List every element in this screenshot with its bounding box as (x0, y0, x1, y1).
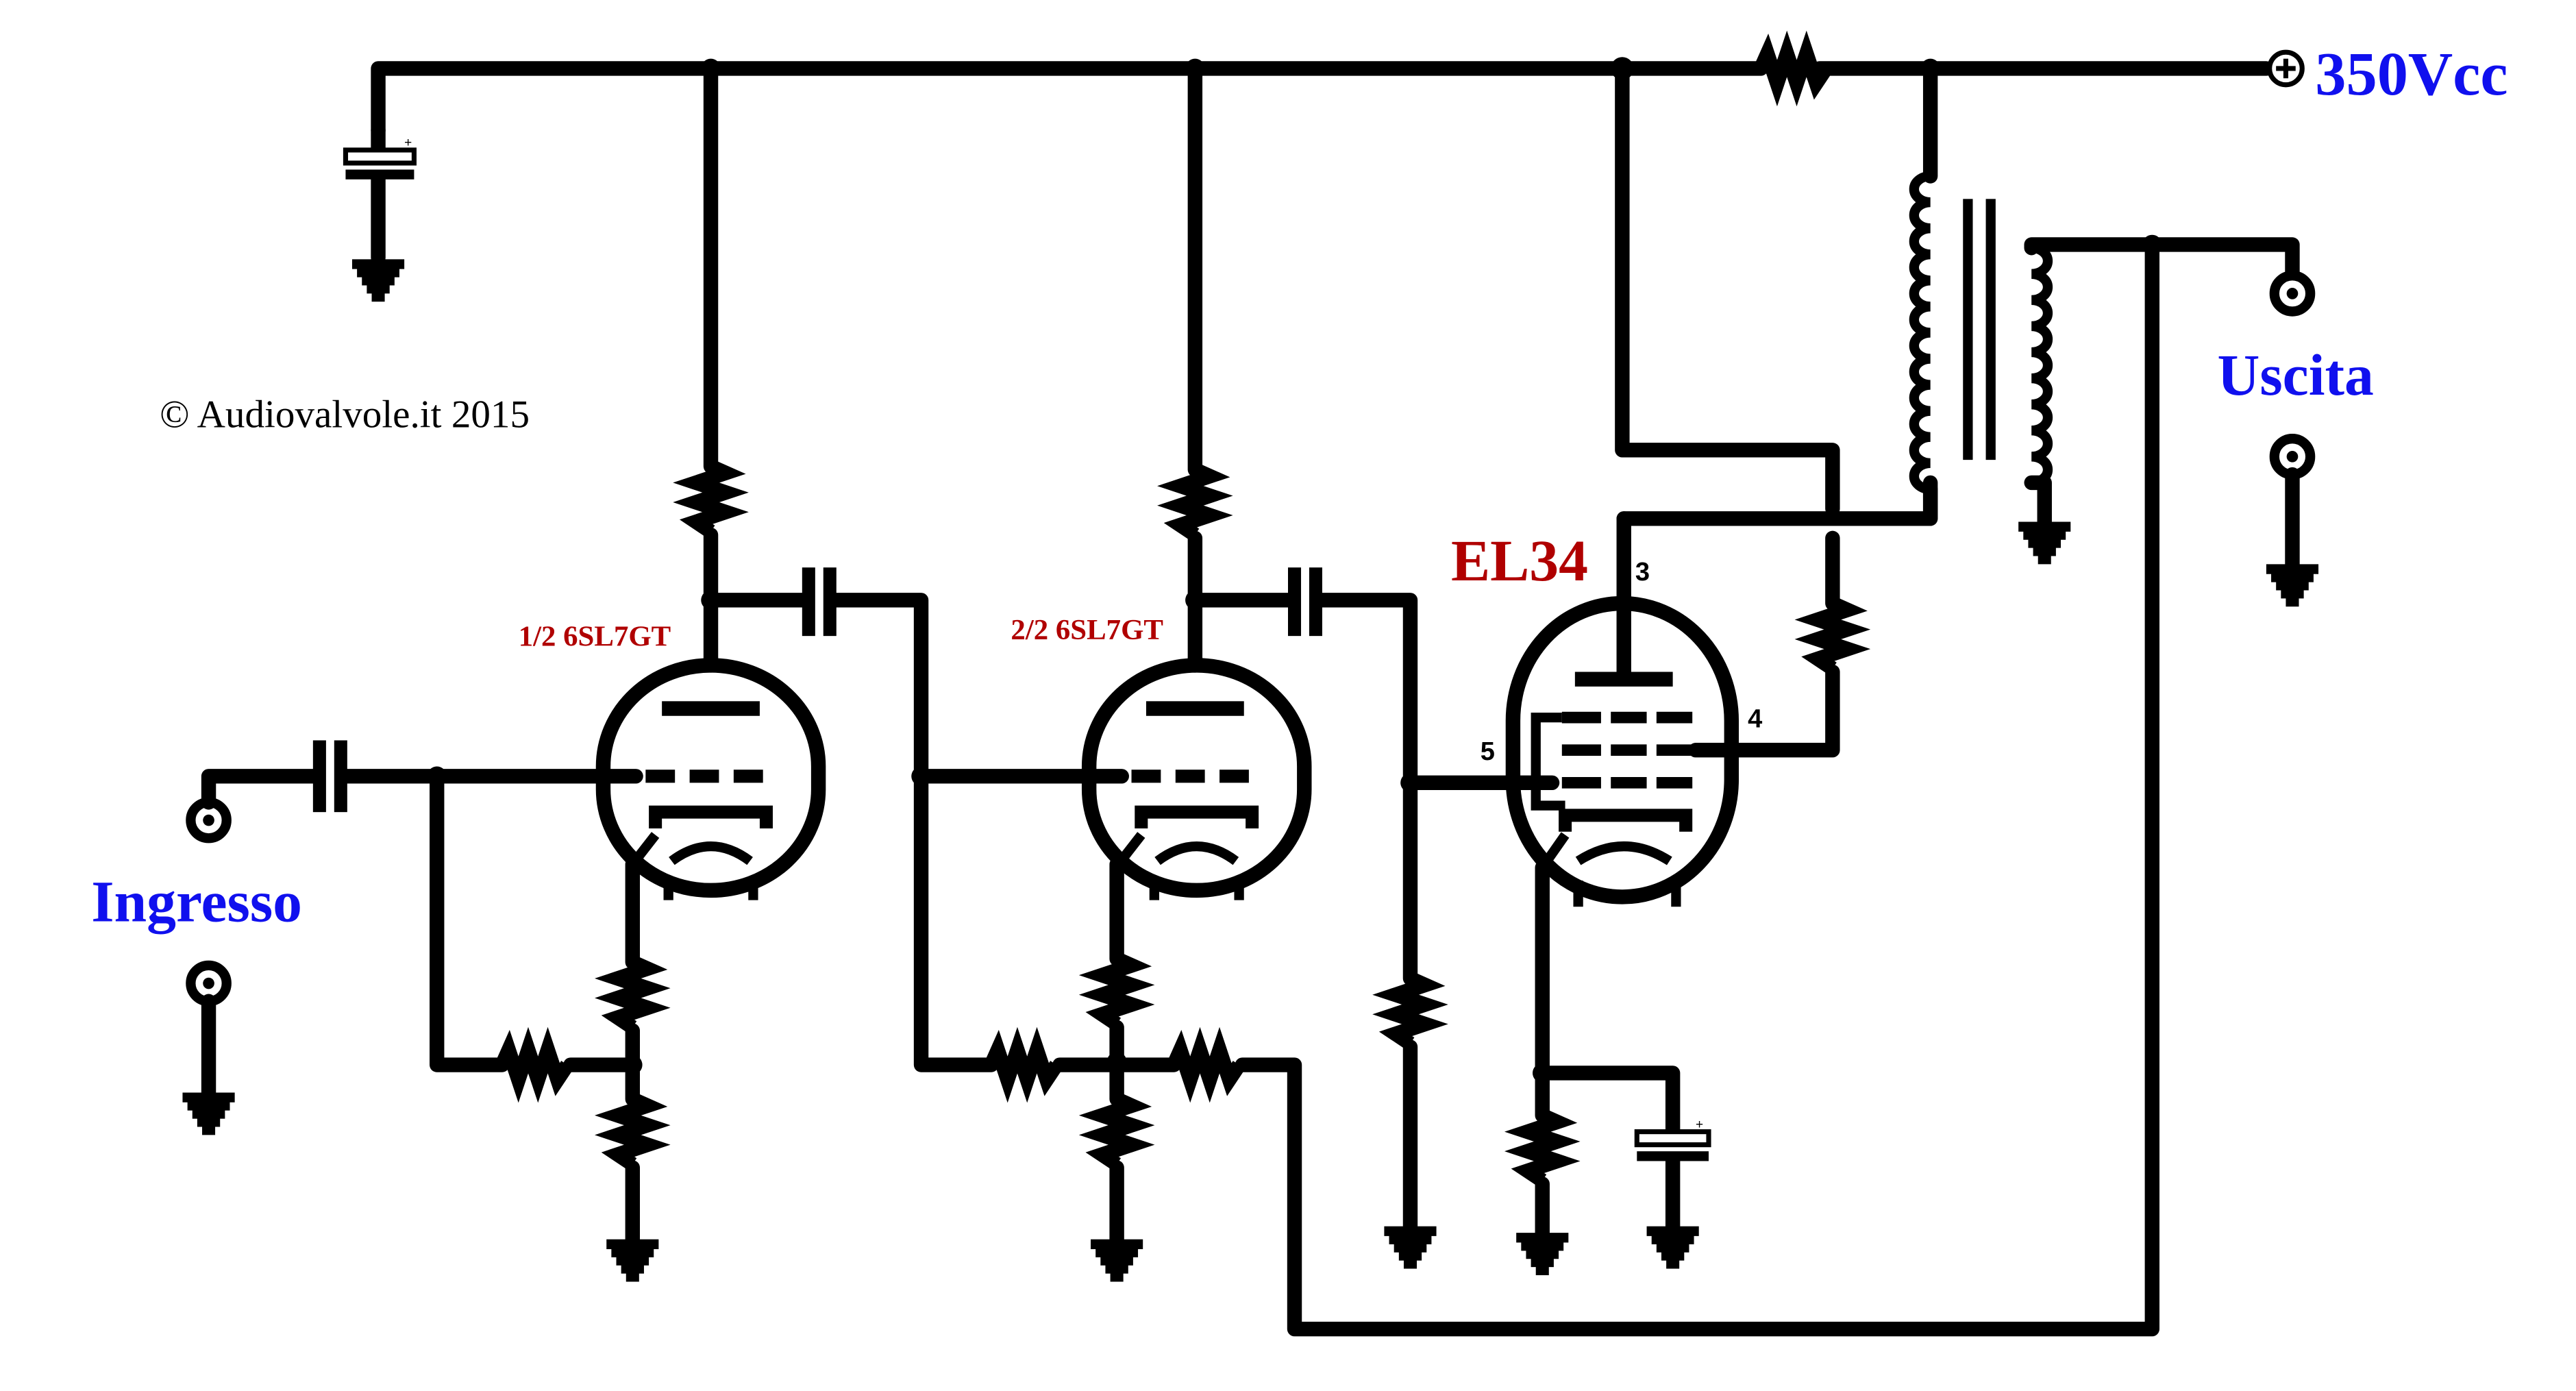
supply-terminal (2267, 49, 2305, 88)
output-transformer (1909, 171, 2300, 559)
tube2-cathode-resistors (1091, 857, 1143, 1277)
el34-label: EL34 (1451, 528, 1588, 593)
tube2-label: 2/2 6SL7GT (1011, 614, 1163, 646)
tube2-triode (1078, 658, 1312, 900)
output-terminal-hot (2269, 271, 2316, 317)
tube1-anode-resistor (696, 61, 726, 673)
input-coupling-capacitor (201, 740, 608, 813)
el34-cathode-network: + (1516, 860, 1711, 1270)
el34-pin-anode: 3 (1635, 558, 1650, 587)
el34-grid-resistor (1384, 773, 1524, 1264)
output-terminal-ground (2266, 434, 2318, 602)
tube1-cathode-resistors (606, 857, 658, 1277)
svg-text:+: + (404, 136, 412, 150)
tube1-coupling-capacitor (703, 567, 929, 784)
el34-pin-grid: 5 (1481, 737, 1495, 766)
input-terminal-ground (182, 960, 234, 1130)
tube2-coupling-capacitor (1187, 567, 1418, 791)
screen-grid-resistor (1615, 61, 1847, 758)
output-label: Uscita (2218, 343, 2374, 408)
el34-pin-screen: 4 (1748, 704, 1762, 733)
filter-capacitor: + (343, 123, 417, 297)
tube2-anode-resistor (1180, 61, 1210, 673)
tube1-triode (593, 658, 826, 900)
supply-voltage-label: 350Vcc (2315, 39, 2507, 108)
tube1-label: 1/2 6SL7GT (519, 620, 671, 652)
input-grid-resistor (430, 769, 637, 1080)
copyright-text: © Audiovalvole.it 2015 (160, 393, 530, 436)
tube2-grid-wire (911, 766, 1182, 1080)
supply-rail (371, 54, 2274, 138)
svg-text:+: + (1696, 1118, 1703, 1132)
input-label: Ingresso (91, 870, 302, 935)
